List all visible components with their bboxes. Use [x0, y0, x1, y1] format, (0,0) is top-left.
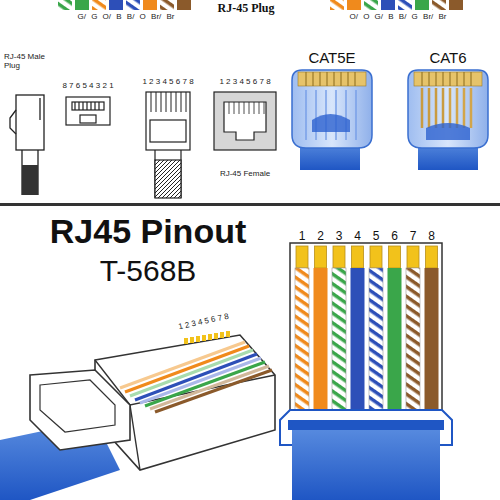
t568b-connector: [280, 243, 452, 500]
plug-top-view: [146, 92, 190, 198]
pin-number: 4: [354, 230, 361, 242]
pin-number: 5: [373, 230, 380, 242]
pin-number: 3: [336, 230, 343, 242]
wire-strip-left: [58, 0, 191, 10]
pin-numbers: 8 7 6 5 4 3 2 1: [62, 82, 113, 90]
female-jack: [214, 92, 276, 150]
wire-color-codes: O/ O G/ B B/ G Br/ Br: [349, 13, 446, 21]
cable-category: CAT6: [429, 50, 466, 65]
pin-number: 8: [428, 230, 435, 242]
pin-numbers: 1 2 3 4 5 6 7 8: [178, 313, 230, 331]
pin-numbers: 1 2 3 4 5 6 7 8: [219, 78, 270, 86]
wire-strip-right: [330, 0, 463, 10]
plug-side-view: [10, 95, 44, 195]
pin-number: 1: [299, 230, 306, 242]
part-name: RJ-45 Male Plug: [4, 52, 46, 70]
part-name: RJ-45 Female: [220, 170, 270, 178]
cat6-connector: [408, 70, 488, 170]
pin-number: 7: [410, 230, 417, 242]
wire-color-codes: G/ G O/ B B/ O Br/ Br: [77, 13, 174, 21]
title: RJ45 Pinout: [50, 214, 246, 248]
plug-3d-view: [0, 331, 275, 500]
cat5e-connector: [292, 70, 372, 170]
plug-front-view: [66, 97, 110, 125]
standard-name: T-568B: [100, 256, 197, 286]
cable-category: CAT5E: [308, 50, 355, 65]
pin-number: 6: [391, 230, 398, 242]
pin-number: 2: [317, 230, 324, 242]
heading: RJ-45 Plug: [218, 2, 275, 14]
divider-line: [0, 203, 500, 206]
pin-numbers: 1 2 3 4 5 6 7 8: [142, 78, 193, 86]
